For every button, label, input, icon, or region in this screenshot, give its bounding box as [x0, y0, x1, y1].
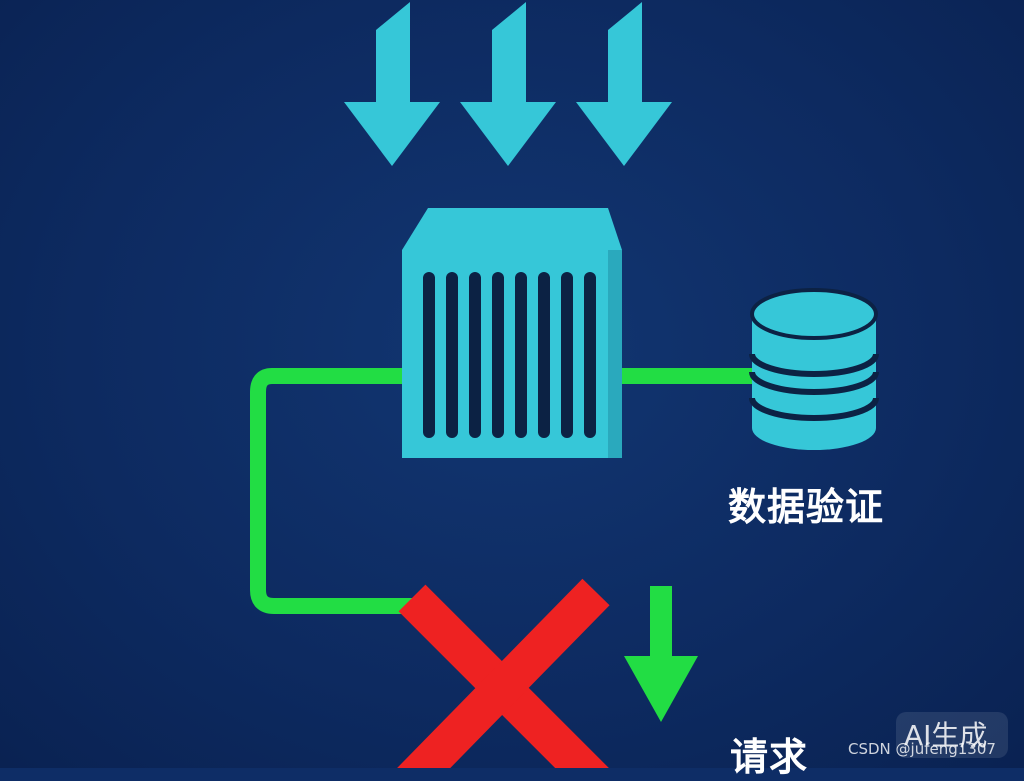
- connector-server-to-request: [250, 368, 420, 614]
- arrow-down-icon: [624, 586, 698, 722]
- connector-lines: [250, 368, 758, 614]
- server-vents: [423, 272, 596, 438]
- incoming-arrows: [344, 2, 672, 166]
- database-ring-3: [749, 397, 879, 421]
- database-ring-2: [749, 371, 879, 395]
- arrow-down-icon: [344, 2, 440, 166]
- database-icon: [749, 288, 879, 450]
- ai-badge-text: AI生成: [904, 719, 988, 752]
- request-label: 请求: [730, 735, 809, 779]
- watermark-text: CSDN @jufeng1307: [848, 740, 996, 758]
- database-top: [750, 288, 878, 340]
- server-top: [402, 208, 622, 250]
- arrow-down-icon: [576, 2, 672, 166]
- server-icon: [402, 208, 622, 458]
- database-label: 数据验证: [728, 485, 885, 529]
- server-side-shade: [608, 250, 622, 458]
- ai-badge: [896, 712, 1008, 758]
- database-ring-1: [749, 353, 879, 377]
- arrow-down-icon: [460, 2, 556, 166]
- close-icon: [397, 578, 610, 768]
